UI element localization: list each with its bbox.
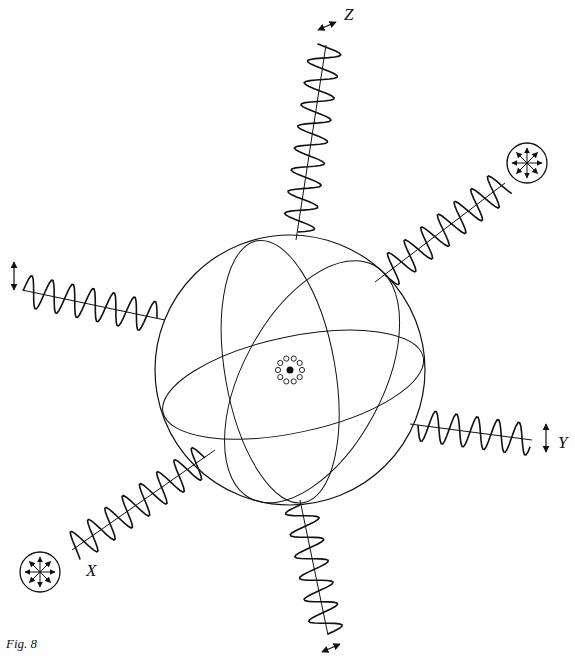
sphere xyxy=(153,231,436,531)
molecule-cluster xyxy=(275,356,304,384)
light-wave xyxy=(286,500,342,635)
light-wave xyxy=(375,176,512,285)
unpolarized-symbol xyxy=(507,143,547,183)
sphere-equator xyxy=(153,310,433,459)
light-wave xyxy=(22,276,165,330)
polarization-arrow xyxy=(318,22,336,30)
light-wave xyxy=(285,44,341,240)
polarization-arrow xyxy=(322,644,340,652)
unpolarized-symbol xyxy=(20,552,60,592)
polarization-arrow xyxy=(545,424,546,452)
axis-label: Z xyxy=(342,6,355,25)
sphere-meridian xyxy=(203,231,358,512)
axis-label: Y xyxy=(556,434,569,453)
figure-caption: Fig. 8 xyxy=(6,636,37,652)
light-wave xyxy=(410,411,532,454)
polarization-arrow xyxy=(13,262,14,290)
axis-label: X xyxy=(84,562,98,581)
light-wave xyxy=(70,448,215,560)
sphere-meridian xyxy=(188,232,436,531)
